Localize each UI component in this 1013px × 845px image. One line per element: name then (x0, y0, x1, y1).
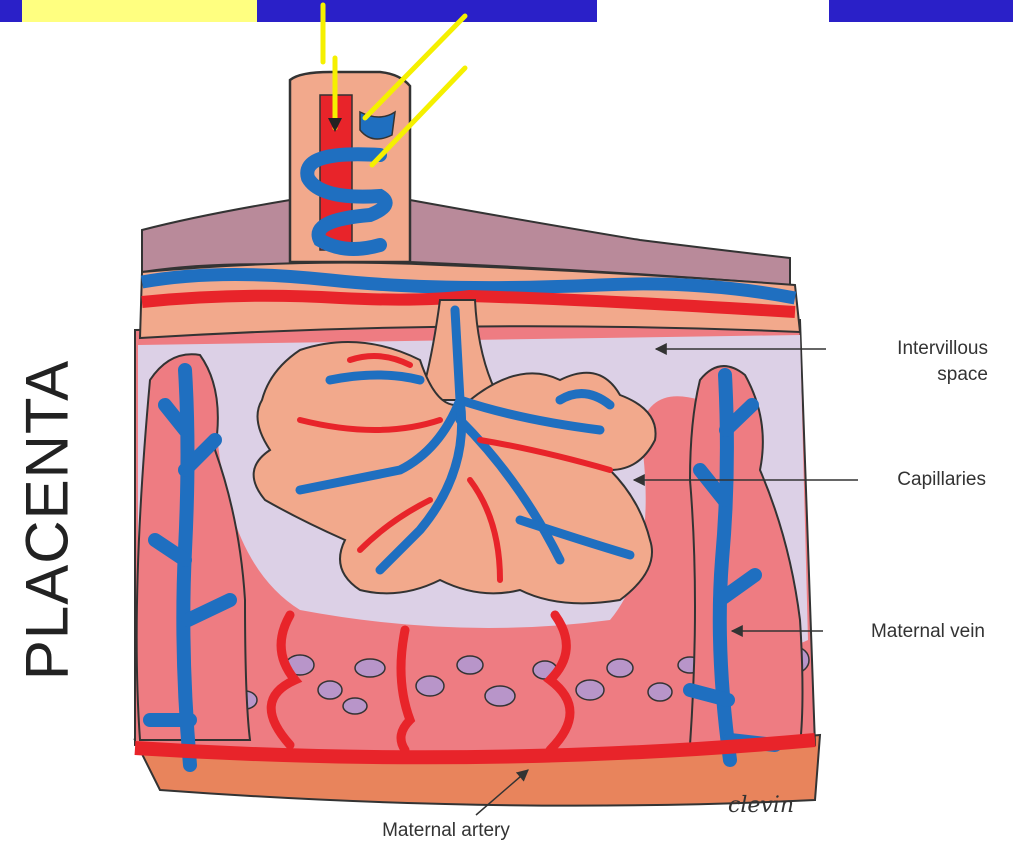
artist-signature: clevin (728, 793, 794, 818)
intervillous-line-2: space (830, 362, 988, 388)
intervillous-space-label: Intervillous space (830, 336, 988, 388)
maternal-vein-label: Maternal vein (820, 619, 985, 645)
capillaries-label: Capillaries (850, 467, 986, 493)
maternal-artery-label: Maternal artery (356, 818, 536, 844)
chorionic-membrane (142, 200, 290, 272)
intervillous-line-1: Intervillous (830, 336, 988, 362)
